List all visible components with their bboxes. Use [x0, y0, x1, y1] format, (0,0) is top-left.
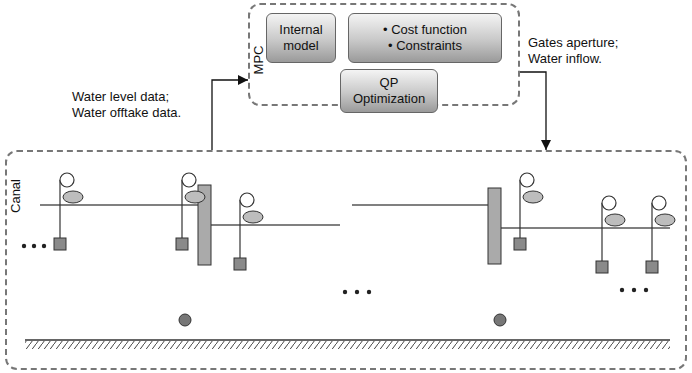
canal-box: Canal [5, 150, 687, 370]
cost-constraints-box: • Cost function• Constraints [348, 13, 502, 63]
box-label: • Constraints [388, 38, 462, 54]
signal-arrow [212, 80, 248, 150]
signal-arrow [520, 72, 546, 150]
group-title: MPC [251, 46, 267, 75]
box-label: QP Optimization [347, 75, 431, 106]
signal-label: Gates aperture; Water inflow. [526, 34, 642, 69]
qp-optimization-box: QP Optimization [340, 69, 438, 113]
signal-label: Water level data; Water offtake data. [70, 88, 202, 123]
internal-model-box: Internal model [266, 13, 336, 63]
box-label: Internal model [273, 22, 329, 53]
box-label: • Cost function [383, 22, 467, 38]
mpc-controller-box: MPC Internal model • Cost function• Constr… [248, 3, 520, 106]
group-title: Canal [8, 179, 24, 213]
